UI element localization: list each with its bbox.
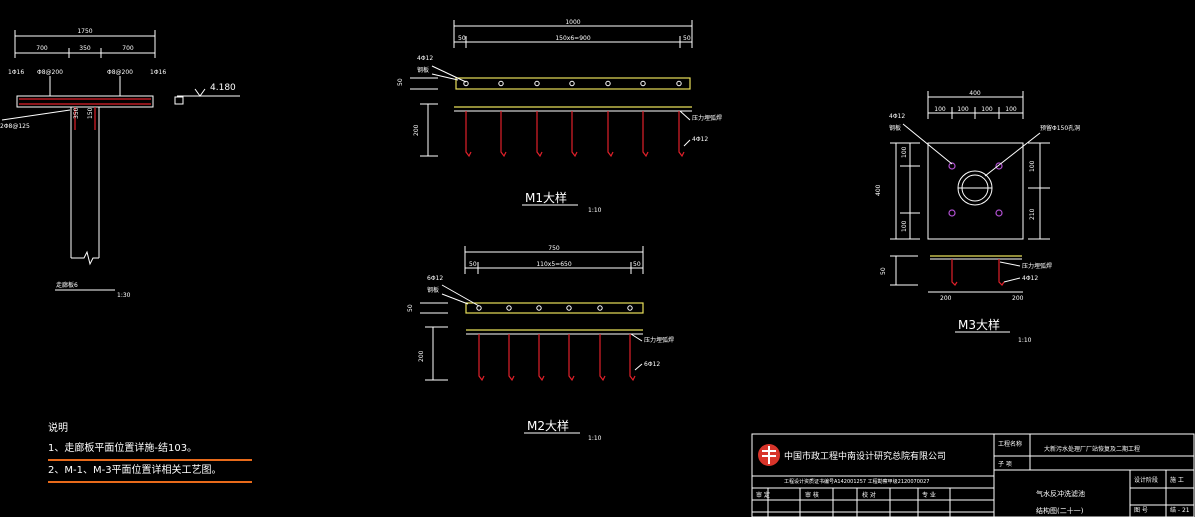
m1-plate-label: 4Φ12: [417, 55, 433, 62]
row-label-2: 审 核: [805, 491, 819, 499]
m1-right-dim: 50: [683, 35, 691, 42]
m1-plate-name: 钢板: [417, 66, 429, 74]
cantilever-detail: 1750 700 350 700 Φ8@200 Φ8@200 1Φ16 1Φ16…: [0, 28, 240, 299]
cant-rebar-top-left: Φ8@200: [37, 69, 63, 76]
m3-thk-dim: 50: [880, 267, 887, 275]
right-label-2: 图 号: [1134, 507, 1148, 514]
m1-detail: 1000 50 150x6=900 50 4Φ12 钢板 50: [397, 19, 722, 214]
cant-end-left: 1Φ16: [8, 69, 24, 76]
subitem-label: 子 项: [998, 461, 1012, 468]
cant-title: 走廊板6: [56, 281, 78, 289]
m3-d3-dim: 100: [981, 106, 993, 113]
m1-title: M1大样: [525, 190, 567, 205]
drawing-title-1: 气水反冲洗滤池: [1036, 489, 1085, 498]
m1-mid-dim: 150x6=900: [555, 35, 590, 42]
m3-d2-dim: 100: [957, 106, 969, 113]
company-name: 中国市政工程中南设计研究总院有限公司: [784, 450, 946, 462]
m2-title: M2大样: [527, 418, 569, 433]
m2-hook-label: 6Φ12: [644, 361, 660, 368]
row-label-4: 专 业: [922, 491, 936, 499]
cant-end-right: 1Φ16: [150, 69, 166, 76]
cert-number: 工程设计资质证书编号A142001257 工程勘察甲级2120070027: [784, 478, 929, 485]
cant-depth-b: 150: [87, 107, 94, 119]
note-item-2: 2、M-1、M-3平面位置详相关工艺图。: [48, 461, 252, 483]
m3-side-c: 100: [901, 220, 908, 232]
m3-d4-dim: 100: [1005, 106, 1017, 113]
m2-detail: 750 50 110x5=650 50 6Φ12 钢板 50 200: [407, 245, 674, 442]
m1-hook-label: 4Φ12: [692, 136, 708, 143]
cant-seg-b-dim: 350: [79, 45, 91, 52]
m3-bot-b: 200: [1012, 295, 1024, 302]
m3-hook-label: 4Φ12: [1022, 275, 1038, 282]
right-label-4: 结 - 21: [1170, 506, 1190, 514]
cant-level: 4.180: [210, 83, 236, 93]
m3-hole-label: 预留Φ150孔洞: [1040, 124, 1080, 132]
note-item-1: 1、走廊板平面位置详施-结103。: [48, 439, 252, 461]
m3-detail: 400 100 100 100 100 4Φ12 钢板 预留Φ150孔洞 400…: [875, 90, 1080, 344]
m1-overall-dim: 1000: [565, 19, 580, 26]
m1-weld-label: 压力埋弧焊: [692, 114, 722, 122]
m3-overall-dim: 400: [969, 90, 981, 97]
m3-side-b: 210: [1029, 208, 1036, 220]
m3-title: M3大样: [958, 317, 1000, 332]
project-label: 工程名称: [998, 440, 1022, 448]
m3-d-side-b: 100: [1029, 160, 1036, 172]
m2-anchor-dim: 200: [418, 350, 425, 362]
title-block: 中国市政工程中南设计研究总院有限公司 工程设计资质证书编号A142001257 …: [751, 433, 1195, 517]
cant-seg-c-dim: 700: [122, 45, 134, 52]
m3-d1-dim: 100: [934, 106, 946, 113]
m3-scale: 1:10: [1018, 337, 1032, 344]
m3-plate-label: 4Φ12: [889, 113, 905, 120]
right-label-3: 施 工: [1170, 476, 1184, 484]
m2-left-dim: 50: [469, 261, 477, 268]
cant-stirrup: 2Φ8@125: [0, 123, 30, 130]
cant-depth-a: 350: [73, 107, 80, 119]
m2-thk-dim: 50: [407, 304, 414, 312]
m1-left-dim: 50: [458, 35, 466, 42]
m3-weld-label: 压力埋弧焊: [1022, 262, 1052, 270]
m2-weld-label: 压力埋弧焊: [644, 336, 674, 344]
cant-rebar-top-right: Φ8@200: [107, 69, 133, 76]
m2-right-dim: 50: [633, 261, 641, 268]
m3-side-a: 100: [901, 146, 908, 158]
cant-overall-dim: 1750: [77, 28, 92, 35]
m2-plate-label: 6Φ12: [427, 275, 443, 282]
cant-scale: 1:30: [117, 292, 131, 299]
m1-scale: 1:10: [588, 207, 602, 214]
row-label-3: 校 对: [862, 491, 876, 499]
right-label-1: 设计阶段: [1134, 476, 1158, 484]
drawing-title-2: 结构图(二十一): [1036, 506, 1084, 515]
m2-mid-dim: 110x5=650: [536, 261, 571, 268]
notes-block: 说明 1、走廊板平面位置详施-结103。 2、M-1、M-3平面位置详相关工艺图…: [48, 419, 252, 483]
cant-seg-a-dim: 700: [36, 45, 48, 52]
notes-heading: 说明: [48, 423, 68, 434]
m3-side-total: 400: [875, 184, 882, 196]
m2-overall-dim: 750: [548, 245, 560, 252]
m1-anchor-dim: 200: [413, 124, 420, 136]
m1-thk-dim: 50: [397, 78, 404, 86]
project-name: 大新污水处理厂厂站恢复及二期工程: [1044, 445, 1140, 453]
m2-plate-name: 钢板: [427, 286, 439, 294]
m2-scale: 1:10: [588, 435, 602, 442]
m3-plate-name: 钢板: [889, 124, 901, 132]
m3-bot-a: 200: [940, 295, 952, 302]
row-label-1: 审 定: [756, 491, 770, 499]
